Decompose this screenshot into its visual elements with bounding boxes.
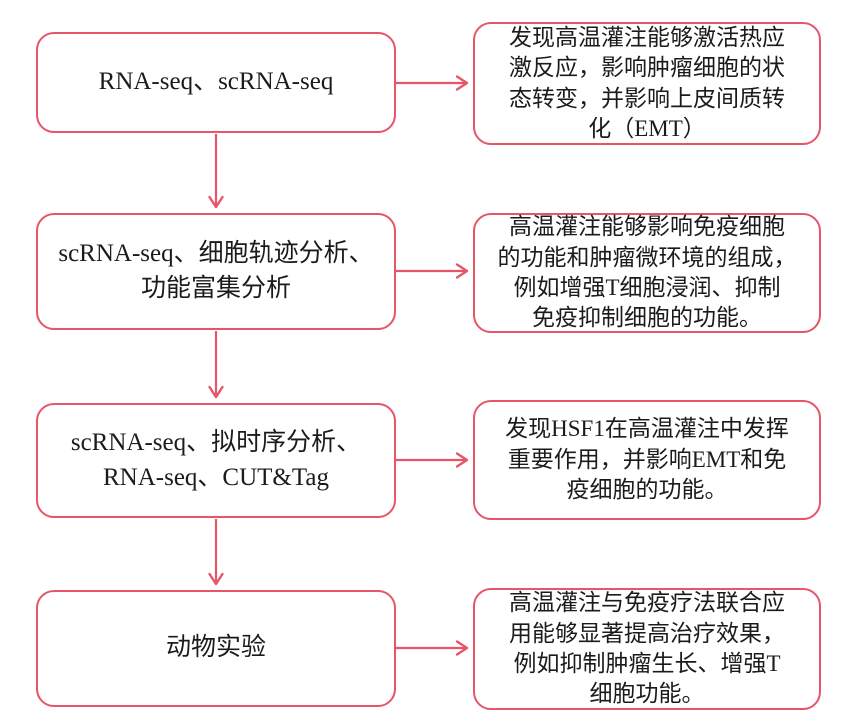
method-text: RNA-seq、scRNA-seq [98,68,334,96]
method-text: scRNA-seq、拟时序分析、 RNA-seq、CUT&Tag [70,429,362,491]
method-box-pseudotime-cuttag: scRNA-seq、拟时序分析、 RNA-seq、CUT&Tag [36,403,396,518]
finding-box-immune-microenvironment: 高温灌注能够影响免疫细胞 的功能和肿瘤微环境的组成， 例如增强T细胞浸润、抑制 … [473,213,821,333]
method-text: scRNA-seq、细胞轨迹分析、 功能富集分析 [58,240,374,302]
finding-box-hsf1: 发现HSF1在高温灌注中发挥 重要作用，并影响EMT和免 疫细胞的功能。 [473,400,821,520]
method-box-trajectory-enrichment: scRNA-seq、细胞轨迹分析、 功能富集分析 [36,213,396,330]
finding-text: 高温灌注能够影响免疫细胞 的功能和肿瘤微环境的组成， 例如增强T细胞浸润、抑制 … [497,214,797,331]
finding-text: 高温灌注与免疫疗法联合应 用能够显著提高治疗效果， 例如抑制肿瘤生长、增强T 细… [509,590,785,707]
finding-text: 发现高温灌注能够激活热应 激反应，影响肿瘤细胞的状 态转变，并影响上皮间质转 化… [509,24,785,141]
method-text: 动物实验 [165,634,266,662]
finding-box-heat-stress-emt: 发现高温灌注能够激活热应 激反应，影响肿瘤细胞的状 态转变，并影响上皮间质转 化… [473,22,821,145]
method-box-animal-experiment: 动物实验 [36,590,396,707]
finding-text: 发现HSF1在高温灌注中发挥 重要作用，并影响EMT和免 疫细胞的功能。 [505,416,789,503]
finding-box-combination-therapy: 高温灌注与免疫疗法联合应 用能够显著提高治疗效果， 例如抑制肿瘤生长、增强T 细… [473,588,821,710]
method-box-rna-seq: RNA-seq、scRNA-seq [36,32,396,133]
